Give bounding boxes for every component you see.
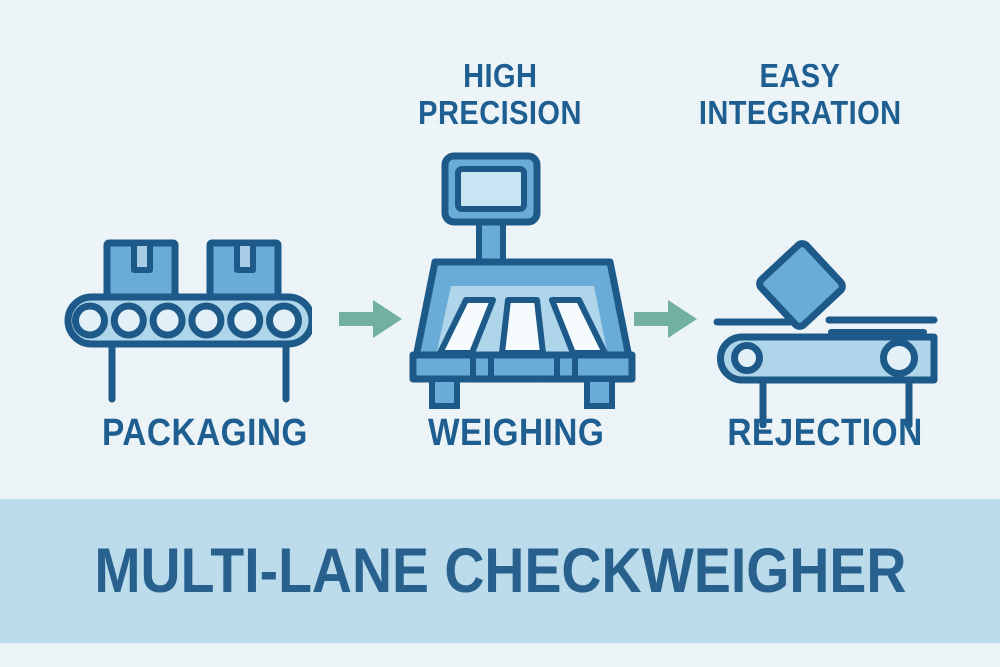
right-arrow-icon xyxy=(339,300,402,338)
callout-line: INTEGRATION xyxy=(698,94,902,131)
reject-conveyor-icon xyxy=(713,240,938,428)
stage-label-rejection: REJECTION xyxy=(685,413,965,453)
page-title: MULTI-LANE CHECKWEIGHER xyxy=(93,535,907,606)
stage-label-weighing: WEIGHING xyxy=(376,413,656,453)
callout-line: PRECISION xyxy=(418,94,582,131)
right-arrow-icon xyxy=(634,300,697,338)
callout-line: HIGH xyxy=(462,57,538,94)
checkweigher-scale-icon xyxy=(409,152,636,409)
title-banner: MULTI-LANE CHECKWEIGHER xyxy=(0,499,1000,643)
callout-high-precision: HIGH PRECISION xyxy=(350,57,650,131)
stage-label-packaging: PACKAGING xyxy=(65,413,345,453)
callout-line: EASY xyxy=(759,57,841,94)
stage-label-text: WEIGHING xyxy=(427,412,605,454)
conveyor-boxes-icon xyxy=(64,239,312,403)
stage-label-text: PACKAGING xyxy=(102,412,308,454)
stage-label-text: REJECTION xyxy=(727,412,923,454)
callout-easy-integration: EASY INTEGRATION xyxy=(650,57,950,131)
